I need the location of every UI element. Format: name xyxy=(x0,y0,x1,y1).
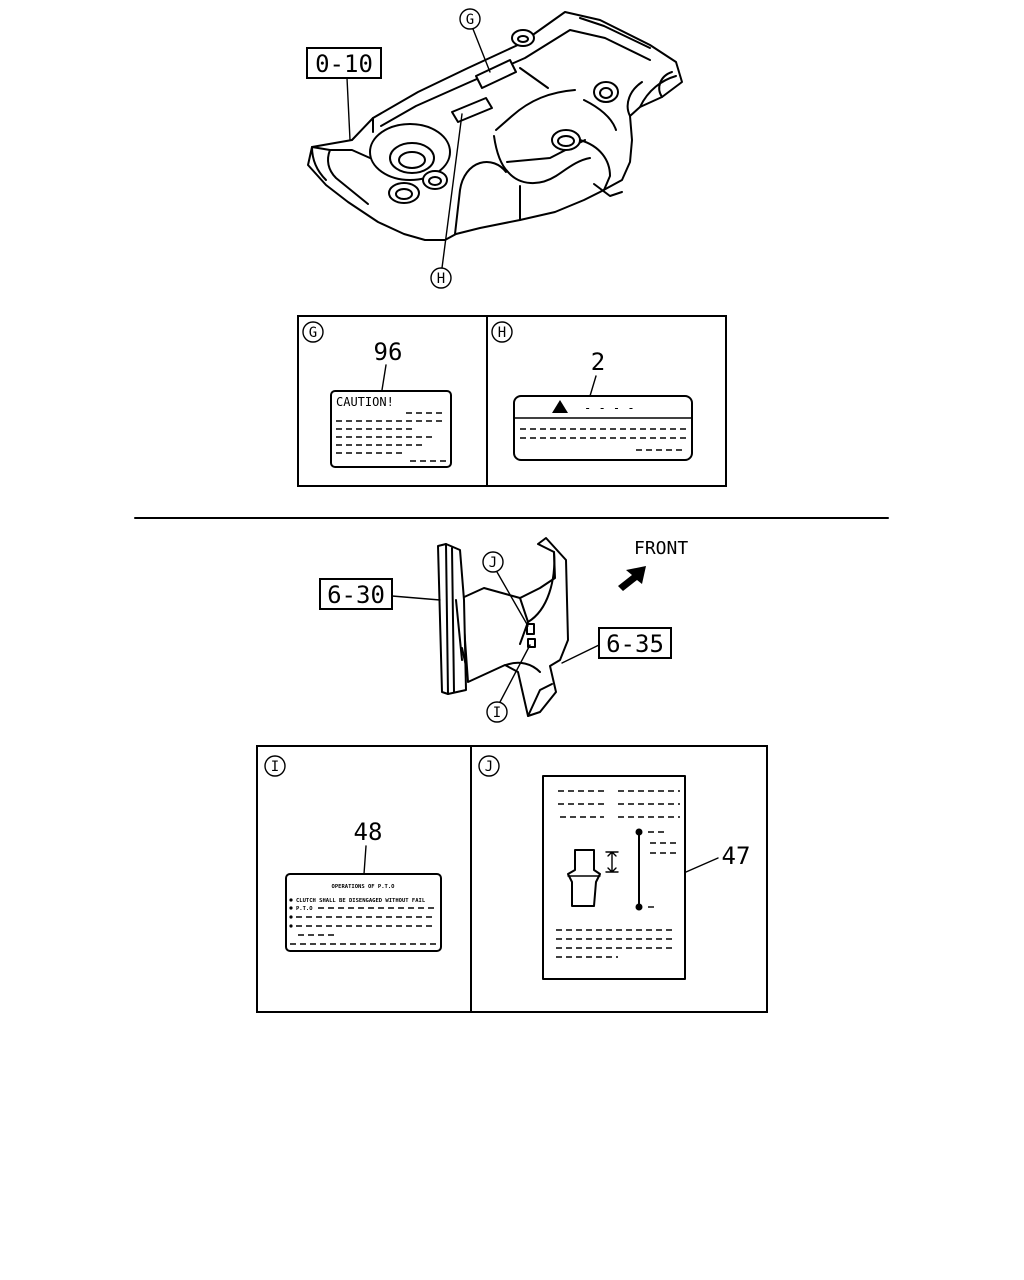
front-arrow-icon xyxy=(618,566,646,591)
ref-6-35-callout: 6-35 xyxy=(561,627,672,664)
transmission-housing-drawing xyxy=(307,11,683,241)
svg-text:J: J xyxy=(489,555,497,571)
lever-instruction-label xyxy=(542,775,686,980)
callout-j-middle: J xyxy=(482,551,529,627)
part-number-96: 96 xyxy=(374,338,403,366)
callout-i-middle: I xyxy=(486,644,531,723)
front-label: FRONT xyxy=(634,538,688,559)
decal-j-position xyxy=(526,623,535,635)
warning-triangle-icon xyxy=(552,400,568,413)
ref-label: 6-35 xyxy=(606,630,664,658)
decal-i-position xyxy=(527,638,536,648)
lever-knob-drawing xyxy=(567,849,601,907)
part-number-47: 47 xyxy=(722,842,751,870)
pto-label-line-2: P.T.O xyxy=(296,906,313,912)
panel-g-letter: G xyxy=(309,325,317,341)
ref-box xyxy=(306,47,382,79)
front-indicator: FRONT xyxy=(618,538,688,591)
pto-label-line-1: CLUTCH SHALL BE DISENGAGED WITHOUT FAIL xyxy=(296,898,426,904)
part-number-2: 2 xyxy=(591,348,605,376)
ref-0-10-callout: 0-10 xyxy=(306,47,382,141)
panel-i-letter: I xyxy=(271,759,279,775)
panel-h-letter: H xyxy=(498,325,506,341)
callout-g-top: G xyxy=(459,8,491,73)
panel-j-letter: J xyxy=(485,759,493,775)
seat-cover-drawing xyxy=(437,537,569,717)
ref-label: 6-30 xyxy=(327,581,385,609)
pto-label-title: OPERATIONS OF P.T.O xyxy=(332,884,396,890)
ref-label: 0-10 xyxy=(315,50,373,78)
svg-text:G: G xyxy=(466,12,474,28)
part-number-48: 48 xyxy=(354,818,383,846)
warning-label-title: - - - - xyxy=(584,401,635,415)
label-panel-gh: G 96 CAUTION! H 2 - - - - xyxy=(297,315,727,487)
svg-text:H: H xyxy=(437,271,445,287)
ref-6-30-callout: 6-30 xyxy=(319,578,441,610)
decal-g-position xyxy=(475,59,517,89)
pto-label xyxy=(285,873,442,952)
label-panel-ij: I 48 OPERATIONS OF P.T.O CLUTCH SHALL BE… xyxy=(256,745,768,1013)
callout-h-top: H xyxy=(430,113,463,289)
caution-label-title: CAUTION! xyxy=(336,395,394,409)
svg-text:I: I xyxy=(493,705,501,721)
